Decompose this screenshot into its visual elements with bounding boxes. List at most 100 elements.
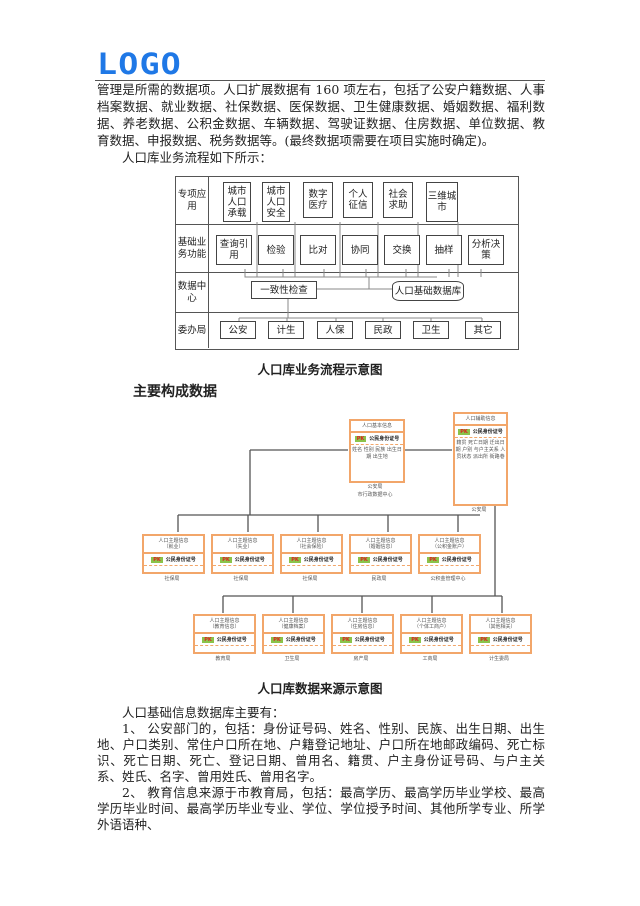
box-subtitle: （教育信息）: [209, 624, 240, 630]
bureau-box: 公安: [220, 321, 256, 339]
source-label: 公安局: [367, 484, 383, 490]
pk-field: 公民身份证号: [372, 557, 403, 563]
box-subtitle: （婚姻信息）: [365, 544, 396, 550]
row-label: 基础业务功能: [176, 225, 209, 272]
box-subtitle: （健康档案）: [278, 624, 309, 630]
pk-badge: PK: [289, 556, 301, 563]
pk-badge: PK: [271, 636, 283, 643]
pk-field: 公民身份证号: [369, 436, 400, 442]
box-subtitle: （失业）: [232, 544, 253, 550]
header-divider: [95, 80, 545, 81]
pk-badge: PK: [202, 636, 214, 643]
app-box: 城市人口安全: [262, 182, 290, 222]
box-title: 人口主题信息: [158, 538, 189, 544]
box-title: 人口主题信息: [209, 618, 240, 624]
function-box: 检验: [258, 235, 294, 265]
source-label: 教育局: [215, 656, 231, 662]
source-label: 社保局: [302, 576, 318, 582]
box-title: 人口主题信息: [365, 538, 396, 544]
function-box: 查询引用: [216, 235, 252, 265]
business-flow-diagram: 专项应用 基础业务功能 数据中心 委办局 城市人口承载 城市人口安全 数字医疗 …: [175, 176, 519, 350]
pk-badge: PK: [354, 435, 367, 442]
box-subtitle: （住房信息）: [347, 624, 378, 630]
source-label: 工商局: [422, 656, 438, 662]
box-title: 人口主题信息: [485, 618, 516, 624]
database-cylinder: 人口基础数据库: [392, 281, 464, 301]
body-section: 人口基础信息数据库主要有： 1、 公安部门的，包括：身份证号码、姓名、性别、民族…: [97, 705, 545, 833]
source-label: 社保局: [164, 576, 180, 582]
row-bureaus: 委办局: [176, 313, 518, 348]
function-box: 分析决策: [468, 235, 504, 265]
row-functions: 基础业务功能: [176, 225, 518, 273]
source-label: 公安局: [471, 507, 487, 513]
function-box: 交换: [384, 235, 420, 265]
pk-badge: PK: [358, 556, 370, 563]
bureau-box: 卫生: [413, 321, 449, 339]
consistency-check-box: 一致性检查: [251, 281, 317, 299]
section-title: 主要构成数据: [133, 384, 217, 400]
row-apps: 专项应用: [176, 177, 518, 225]
box-title: 人口主题信息: [347, 618, 378, 624]
body-paragraph: 人口基础信息数据库主要有：: [122, 705, 285, 720]
box-subtitle: （其他相关）: [485, 624, 516, 630]
body-paragraph: 1、 公安部门的，包括：身份证号码、姓名、性别、民族、出生日期、出生地、户口类别…: [97, 721, 545, 784]
function-box: 协同: [342, 235, 378, 265]
row-label: 专项应用: [176, 177, 209, 224]
row-label: 委办局: [176, 313, 209, 348]
source-label: 公积金管理中心: [430, 576, 466, 582]
pk-badge: PK: [458, 428, 470, 435]
pk-field: 公民身份证号: [423, 637, 454, 643]
box-title: 人口主题信息: [296, 538, 327, 544]
row-datacenter: 数据中心: [176, 273, 518, 313]
pk-badge: PK: [478, 636, 490, 643]
pk-badge: PK: [427, 556, 439, 563]
bureau-box: 人保: [317, 321, 353, 339]
intro-paragraph: 管理是所需的数据项。人口扩展数据有 160 项左右，包括了公安户籍数据、人事档案…: [97, 82, 545, 148]
box-title: 人口主题信息: [416, 618, 447, 624]
intro-section: 管理是所需的数据项。人口扩展数据有 160 项左右，包括了公安户籍数据、人事档案…: [97, 81, 545, 166]
source-label: 民政局: [371, 576, 387, 582]
source-label: 社保局: [233, 576, 249, 582]
pk-field: 公民身份证号: [234, 557, 265, 563]
pk-field: 公民身份证号: [285, 637, 316, 643]
pk-field: 公民身份证号: [492, 637, 523, 643]
box-title: 人口主题信息: [434, 538, 465, 544]
body-paragraph: 2、 教育信息来源于市教育局，包括：最高学历、最高学历毕业学校、最高学历毕业时间…: [97, 785, 545, 832]
function-box: 比对: [300, 235, 336, 265]
box-subtitle: （社会保险）: [296, 544, 327, 550]
box-title: 人口辅助信息: [455, 414, 506, 426]
function-box: 抽样: [426, 235, 462, 265]
box-title: 人口主题信息: [227, 538, 258, 544]
app-box: 社会求助: [383, 182, 413, 218]
source-caption: 人口库数据来源示意图: [257, 681, 383, 696]
pk-field: 公民身份证号: [303, 557, 334, 563]
source-label: 计生委局: [488, 656, 509, 662]
box-subtitle: （个体工商户）: [413, 624, 449, 630]
source-label: 卫生局: [284, 656, 300, 662]
pk-field: 公民身份证号: [441, 557, 472, 563]
app-box: 数字医疗: [303, 182, 333, 218]
flow-caption: 人口库业务流程示意图: [257, 362, 383, 377]
app-box: 三维城市: [426, 182, 458, 222]
flow-intro: 人口库业务流程如下所示：: [122, 150, 273, 165]
pk-field: 公民身份证号: [165, 557, 196, 563]
bureau-box: 民政: [365, 321, 401, 339]
source-label: 房产局: [353, 656, 369, 662]
pk-field: 公民身份证号: [216, 637, 247, 643]
pk-badge: PK: [151, 556, 163, 563]
bureau-box: 其它: [465, 321, 501, 339]
box-title: 人口主题信息: [278, 618, 309, 624]
box-fields: 姓名 性别 民族 出生日期 出生地: [352, 447, 402, 460]
